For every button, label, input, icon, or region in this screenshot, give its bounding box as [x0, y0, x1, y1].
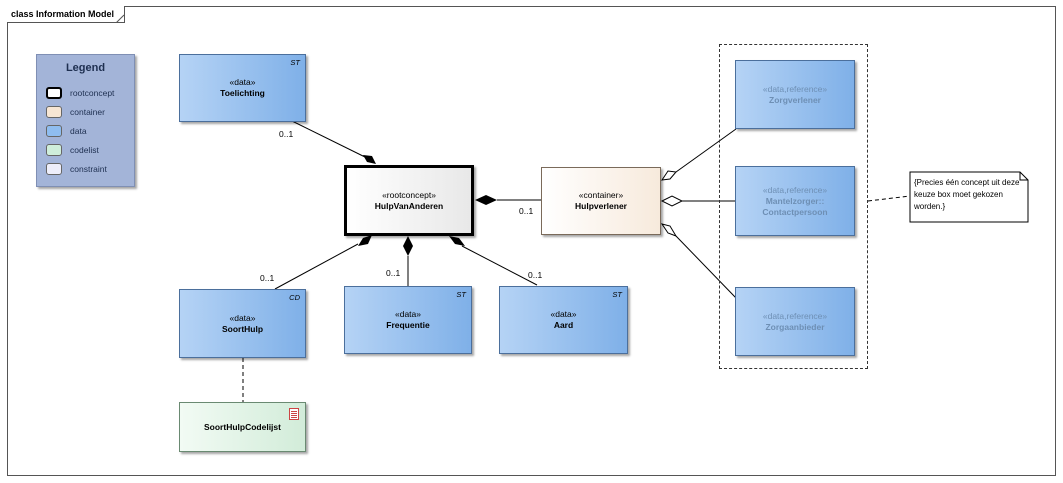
class-name: SoortHulp — [221, 323, 264, 334]
type-tag: ST — [290, 58, 300, 67]
class-name-line2: Contactpersoon — [762, 206, 828, 217]
stereotype: «rootconcept» — [382, 189, 436, 200]
stereotype: «data,reference» — [762, 184, 828, 195]
codelist-icon — [289, 408, 299, 420]
stereotype: «data» — [550, 309, 577, 319]
class-name: Toelichting — [220, 88, 265, 98]
legend-item-codelist: codelist — [46, 143, 99, 157]
legend-label: codelist — [70, 145, 99, 155]
legend: Legend rootconcept container data codeli… — [36, 54, 135, 187]
legend-label: rootconcept — [70, 88, 115, 98]
edge-zorgaanbieder — [675, 235, 737, 299]
legend-label: data — [70, 126, 87, 136]
class-name: Zorgaanbieder — [765, 321, 825, 332]
aggregation-diamond-zorgverlener — [660, 170, 677, 181]
class-zorgverlener[interactable]: «data,reference» Zorgverlener — [735, 60, 855, 129]
note-text: {Precies één concept uit deze keuze box … — [914, 178, 1020, 211]
composition-diamond-soorthulp — [358, 235, 372, 246]
legend-label: constraint — [70, 164, 107, 174]
class-name: Hulpverlener — [575, 201, 627, 211]
stereotype: «data» — [229, 77, 256, 87]
legend-swatch — [46, 125, 62, 137]
class-hulpverlener[interactable]: «container» Hulpverlener — [541, 167, 661, 235]
multiplicity-aard: 0..1 — [528, 270, 543, 280]
multiplicity-toelichting: 0..1 — [279, 129, 294, 139]
stereotype: «data,reference» — [762, 310, 828, 321]
legend-swatch — [46, 163, 62, 175]
class-mantelzorger-contactpersoon[interactable]: «data,reference» Mantelzorger:: Contactp… — [735, 166, 855, 236]
class-name: Aard — [553, 320, 574, 330]
class-aard[interactable]: ST «data» Aard — [499, 286, 628, 354]
legend-title: Legend — [65, 62, 106, 74]
type-tag: ST — [456, 290, 466, 299]
edge-zorgverlener — [675, 128, 737, 173]
edge-aard — [461, 245, 538, 286]
note-shape — [909, 171, 1029, 223]
class-name-line1: Mantelzorger:: — [765, 195, 825, 206]
legend-swatch — [46, 106, 62, 118]
class-soorthulpcodelijst[interactable]: SoortHulpCodelijst — [179, 402, 306, 452]
type-tag: CD — [289, 293, 300, 302]
edge-toelichting — [289, 119, 368, 159]
legend-item-container: container — [46, 105, 105, 119]
class-name: Frequentie — [386, 320, 430, 330]
stereotype: «data» — [229, 312, 256, 323]
constraint-note[interactable]: {Precies één concept uit deze keuze box … — [910, 172, 1028, 222]
class-hulpvananderen[interactable]: «rootconcept» HulpVanAnderen — [344, 165, 474, 236]
composition-diamond-toelichting — [363, 155, 376, 164]
class-frequentie[interactable]: ST «data» Frequentie — [344, 286, 472, 354]
type-tag: ST — [612, 290, 622, 299]
composition-diamond-aard — [449, 236, 465, 246]
stereotype: «data» — [395, 309, 421, 319]
aggregation-diamond-zorgaanbieder — [660, 223, 678, 237]
legend-item-rootconcept: rootconcept — [46, 86, 114, 100]
legend-label: container — [70, 107, 105, 117]
stereotype: «container» — [578, 190, 624, 200]
multiplicity-hulpverlener: 0..1 — [519, 206, 534, 216]
aggregation-diamond-mantelzorger — [660, 195, 684, 207]
class-name: Zorgverlener — [769, 94, 821, 105]
class-toelichting[interactable]: ST «data» Toelichting — [179, 54, 306, 122]
edge-soorthulp — [274, 243, 359, 290]
note-anchor — [867, 195, 911, 202]
note-fold — [1019, 172, 1028, 181]
legend-swatch — [46, 144, 62, 156]
composition-diamond-frequentie — [403, 236, 413, 256]
legend-item-data: data — [46, 124, 87, 138]
class-zorgaanbieder[interactable]: «data,reference» Zorgaanbieder — [735, 287, 855, 356]
legend-swatch — [46, 87, 62, 99]
composition-diamond-hulpverlener — [475, 195, 497, 205]
class-soorthulp[interactable]: CD «data» SoortHulp — [179, 289, 306, 358]
class-name: HulpVanAnderen — [374, 200, 444, 211]
multiplicity-soorthulp: 0..1 — [260, 273, 275, 283]
legend-item-constraint: constraint — [46, 162, 107, 176]
frame-title: class Information Model — [7, 6, 126, 23]
choice-group-box — [719, 44, 868, 369]
multiplicity-frequentie: 0..1 — [386, 268, 401, 278]
class-name: SoortHulpCodelijst — [204, 421, 281, 432]
frame-tab-corner — [116, 14, 124, 23]
stereotype: «data,reference» — [762, 83, 828, 94]
